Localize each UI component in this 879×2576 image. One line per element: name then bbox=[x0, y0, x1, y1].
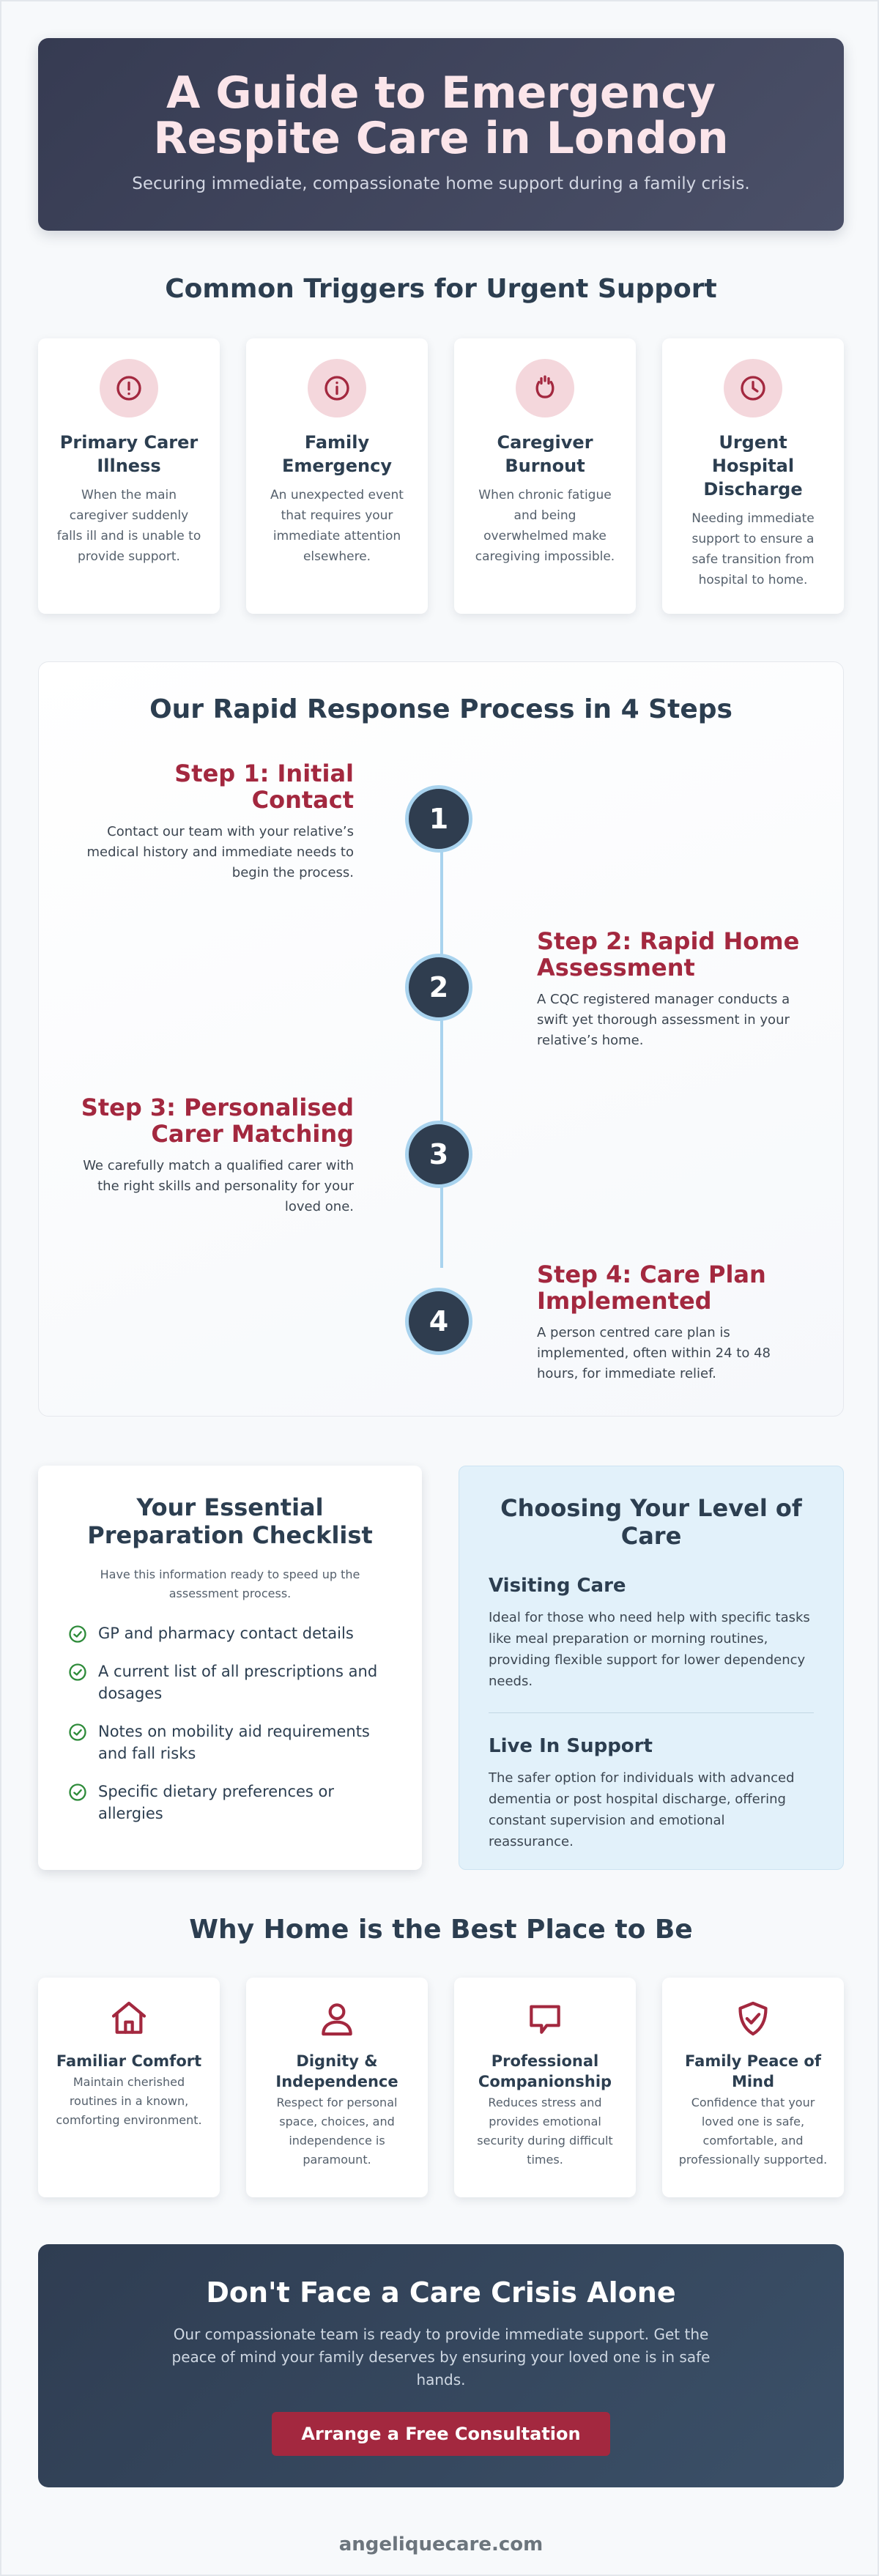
check-circle-icon bbox=[69, 1625, 86, 1643]
benefit-card: Professional Companionship Reduces stres… bbox=[454, 1978, 636, 2197]
trigger-title: Primary Carer Illness bbox=[59, 432, 199, 476]
triggers-title: Common Triggers for Urgent Support bbox=[165, 274, 717, 304]
trigger-card: Family Emergency An unexpected event tha… bbox=[246, 338, 428, 614]
benefit-title: Professional Companionship bbox=[478, 2052, 612, 2090]
person-icon bbox=[322, 2003, 352, 2036]
benefit-text: Confidence that your loved one is safe, … bbox=[678, 2096, 828, 2167]
flame-icon bbox=[535, 375, 555, 398]
care-option-title: Live In Support bbox=[489, 1735, 653, 1757]
info-circle-icon bbox=[324, 376, 349, 401]
timeline-line bbox=[440, 820, 443, 1268]
step-text: A CQC registered manager conducts a swif… bbox=[537, 992, 790, 1048]
arrange-consultation-button[interactable]: Arrange a Free Consultation bbox=[272, 2412, 610, 2456]
care-levels-title: Choosing Your Level of Care bbox=[500, 1494, 802, 1550]
house-icon bbox=[111, 2001, 146, 2034]
checklist-item: Specific dietary preferences or allergie… bbox=[67, 1781, 393, 1825]
care-levels-card: Choosing Your Level of Care Visiting Car… bbox=[459, 1466, 844, 1870]
trigger-text: When chronic fatigue and being overwhelm… bbox=[475, 488, 615, 564]
step-number-2: 2 bbox=[405, 954, 472, 1021]
benefit-text: Respect for personal space, choices, and… bbox=[276, 2096, 398, 2167]
why-home-grid: Familiar Comfort Maintain cherished rout… bbox=[38, 1978, 844, 2197]
trigger-card: Primary Carer Illness When the main care… bbox=[38, 338, 220, 614]
care-option-text: The safer option for individuals with ad… bbox=[489, 1770, 795, 1849]
hero-banner: A Guide to Emergency Respite Care in Lon… bbox=[38, 38, 844, 231]
step-text: A person centred care plan is implemente… bbox=[537, 1325, 771, 1381]
step-title: Step 4: Care Plan Implemented bbox=[537, 1261, 766, 1315]
benefit-title: Family Peace of Mind bbox=[685, 2052, 821, 2090]
trigger-text: When the main caregiver suddenly falls i… bbox=[56, 488, 201, 564]
trigger-icon-wrap bbox=[724, 359, 782, 417]
checklist-title: Your Essential Preparation Checklist bbox=[87, 1493, 373, 1549]
step-text: We carefully match a qualified carer wit… bbox=[83, 1158, 354, 1214]
cta-banner: Don't Face a Care Crisis Alone Our compa… bbox=[38, 2244, 844, 2487]
trigger-icon-wrap bbox=[516, 359, 574, 417]
checklist-item-text: A current list of all prescriptions and … bbox=[98, 1663, 378, 1702]
step-4: Step 4: Care Plan Implemented A person c… bbox=[537, 1261, 815, 1384]
benefit-text: Reduces stress and provides emotional se… bbox=[477, 2096, 613, 2167]
check-circle-icon bbox=[69, 1663, 86, 1681]
page-title: A Guide to Emergency Respite Care in Lon… bbox=[153, 67, 729, 164]
step-2: Step 2: Rapid Home Assessment A CQC regi… bbox=[537, 928, 815, 1051]
check-circle-icon bbox=[69, 1783, 86, 1801]
check-circle-icon bbox=[69, 1723, 86, 1741]
benefit-card: Dignity & Independence Respect for perso… bbox=[246, 1978, 428, 2197]
trigger-title: Urgent Hospital Discharge bbox=[703, 432, 803, 500]
step-number-3: 3 bbox=[405, 1121, 472, 1188]
checklist-subtitle: Have this information ready to speed up … bbox=[100, 1567, 360, 1600]
shield-check-icon bbox=[738, 2001, 768, 2036]
process-section: Our Rapid Response Process in 4 Steps St… bbox=[38, 661, 844, 1417]
footer-site-link[interactable]: angeliquecare.com bbox=[338, 2534, 544, 2555]
clock-icon bbox=[741, 376, 765, 401]
trigger-title: Caregiver Burnout bbox=[497, 432, 593, 476]
trigger-title: Family Emergency bbox=[282, 432, 392, 476]
checklist-item-text: Specific dietary preferences or allergie… bbox=[98, 1783, 335, 1822]
checklist-item: Notes on mobility aid requirements and f… bbox=[67, 1721, 393, 1764]
checklist-card: Your Essential Preparation Checklist Hav… bbox=[38, 1466, 422, 1870]
step-title: Step 1: Initial Contact bbox=[174, 760, 354, 814]
trigger-text: Needing immediate support to ensure a sa… bbox=[691, 511, 815, 587]
care-option-text: Ideal for those who need help with speci… bbox=[489, 1610, 810, 1689]
step-1: Step 1: Initial Contact Contact our team… bbox=[75, 760, 354, 883]
trigger-icon-wrap bbox=[100, 359, 158, 417]
care-option-title: Visiting Care bbox=[489, 1575, 626, 1597]
step-title: Step 3: Personalised Carer Matching bbox=[81, 1094, 354, 1148]
benefit-title: Familiar Comfort bbox=[56, 2052, 202, 2070]
step-number-1: 1 bbox=[405, 785, 472, 853]
chat-bubble-icon bbox=[530, 2005, 560, 2034]
triggers-grid: Primary Carer Illness When the main care… bbox=[38, 338, 844, 614]
step-text: Contact our team with your relative’s me… bbox=[86, 824, 354, 880]
step-number-4: 4 bbox=[405, 1288, 472, 1355]
benefit-text: Maintain cherished routines in a known, … bbox=[56, 2075, 202, 2127]
checklist-item-text: GP and pharmacy contact details bbox=[98, 1625, 354, 1642]
step-3: Step 3: Personalised Carer Matching We c… bbox=[75, 1094, 354, 1217]
trigger-card: Urgent Hospital Discharge Needing immedi… bbox=[662, 338, 844, 614]
exclamation-circle-icon bbox=[116, 376, 141, 401]
benefit-title: Dignity & Independence bbox=[275, 2052, 398, 2090]
checklist-item: GP and pharmacy contact details bbox=[67, 1622, 393, 1644]
process-title: Our Rapid Response Process in 4 Steps bbox=[149, 694, 732, 724]
trigger-icon-wrap bbox=[308, 359, 366, 417]
benefit-card: Family Peace of Mind Confidence that you… bbox=[662, 1978, 844, 2197]
checklist-item: A current list of all prescriptions and … bbox=[67, 1660, 393, 1704]
trigger-card: Caregiver Burnout When chronic fatigue a… bbox=[454, 338, 636, 614]
cta-title: Don't Face a Care Crisis Alone bbox=[206, 2276, 676, 2309]
step-title: Step 2: Rapid Home Assessment bbox=[537, 927, 800, 981]
checklist-item-text: Notes on mobility aid requirements and f… bbox=[98, 1723, 370, 1762]
trigger-text: An unexpected event that requires your i… bbox=[270, 488, 404, 564]
divider bbox=[489, 1712, 814, 1713]
page-subtitle: Securing immediate, compassionate home s… bbox=[132, 174, 750, 193]
cta-text: Our compassionate team is ready to provi… bbox=[171, 2326, 711, 2388]
benefit-card: Familiar Comfort Maintain cherished rout… bbox=[38, 1978, 220, 2197]
why-home-title: Why Home is the Best Place to Be bbox=[189, 1915, 693, 1945]
